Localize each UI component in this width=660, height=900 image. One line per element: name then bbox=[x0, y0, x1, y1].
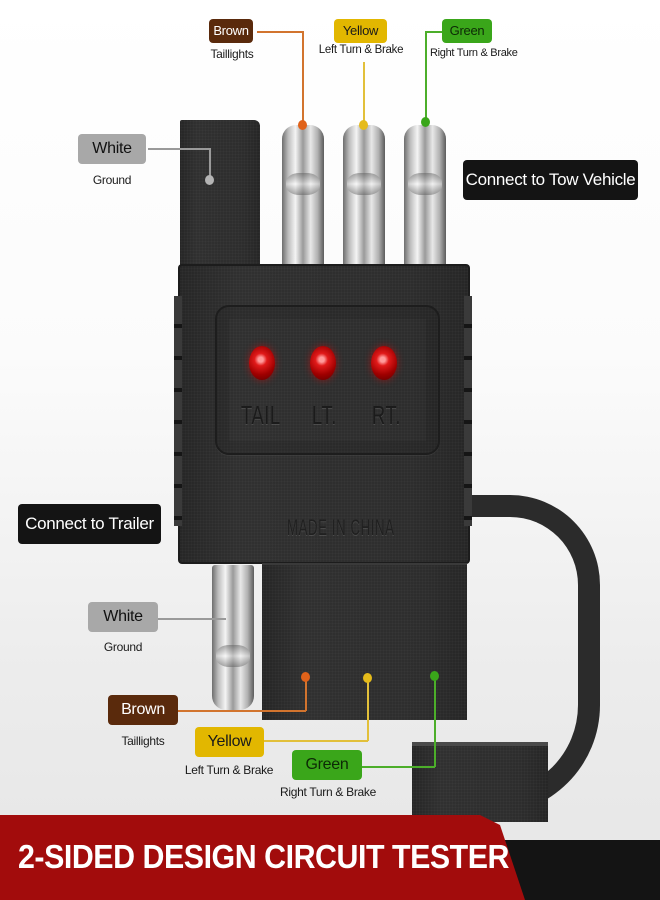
side-ribs-left bbox=[174, 296, 182, 526]
tester-main-body bbox=[178, 264, 470, 564]
side-ribs-right bbox=[464, 296, 472, 526]
banner-red bbox=[0, 815, 525, 900]
wire-tag-yellow-top: Yellow bbox=[334, 19, 387, 43]
pin-yellow bbox=[343, 125, 385, 270]
led-right-turn-indicator bbox=[371, 346, 397, 380]
led-label-tail: TAIL bbox=[241, 400, 281, 430]
wire-tag-white-top: White bbox=[78, 134, 146, 164]
dot-white-top bbox=[205, 175, 214, 185]
leader-line-brown-top bbox=[257, 31, 303, 33]
tester-lower-housing bbox=[262, 563, 467, 720]
wire-desc-taillights-top: Taillights bbox=[210, 47, 254, 61]
dot-green-top bbox=[421, 117, 430, 127]
bottom-housing-block bbox=[412, 742, 548, 822]
leader-line-yellow-top bbox=[363, 62, 365, 122]
leader-line-white-top bbox=[148, 148, 210, 150]
wire-tag-brown-bottom: Brown bbox=[108, 695, 178, 725]
dot-brown-bottom bbox=[301, 672, 310, 682]
pin-green bbox=[404, 125, 446, 270]
dot-yellow-bottom bbox=[363, 673, 372, 683]
dot-brown-top bbox=[298, 120, 307, 130]
wire-tag-white-bottom: White bbox=[88, 602, 158, 632]
wire-desc-left-turn-top: Left Turn & Brake bbox=[318, 44, 404, 56]
led-label-rt: RT. bbox=[372, 400, 402, 430]
made-in-china-stamp: MADE IN CHINA bbox=[287, 515, 395, 540]
leader-line-white-bottom bbox=[158, 618, 226, 620]
pin-white-ground-bottom bbox=[212, 565, 254, 710]
wire-desc-right-turn-top: Right Turn & Brake bbox=[430, 47, 518, 59]
wire-desc-ground-top: Ground bbox=[92, 173, 132, 187]
leader-line-brown-bottom bbox=[178, 710, 306, 712]
wire-tag-yellow-bottom: Yellow bbox=[195, 727, 264, 757]
banner-title: 2-SIDED DESIGN CIRCUIT TESTER bbox=[18, 838, 510, 875]
wire-desc-left-turn-bottom: Left Turn & Brake bbox=[184, 763, 274, 777]
wire-tag-green-bottom: Green bbox=[292, 750, 362, 780]
led-left-turn-indicator bbox=[310, 346, 336, 380]
pin-brown bbox=[282, 125, 324, 270]
wire-desc-ground-bottom: Ground bbox=[103, 640, 143, 654]
dot-yellow-top bbox=[359, 120, 368, 130]
leader-line-green-top bbox=[425, 31, 442, 33]
wire-desc-right-turn-bottom: Right Turn & Brake bbox=[280, 785, 376, 799]
ground-blade-top bbox=[180, 120, 260, 270]
dot-green-bottom bbox=[430, 671, 439, 681]
led-tail-indicator bbox=[249, 346, 275, 380]
wire-desc-taillights-bottom: Taillights bbox=[121, 734, 165, 748]
leader-line-green-bottom bbox=[362, 766, 435, 768]
wire-tag-green-top: Green bbox=[442, 19, 492, 43]
led-panel bbox=[215, 305, 440, 455]
callout-connect-to-trailer: Connect to Trailer bbox=[18, 504, 161, 544]
banner-right-dark bbox=[500, 840, 660, 900]
wire-tag-brown-top: Brown bbox=[209, 19, 253, 43]
led-label-lt: LT. bbox=[312, 400, 338, 430]
leader-line-yellow-bottom bbox=[264, 740, 368, 742]
callout-connect-to-tow-vehicle: Connect to Tow Vehicle bbox=[463, 160, 638, 200]
